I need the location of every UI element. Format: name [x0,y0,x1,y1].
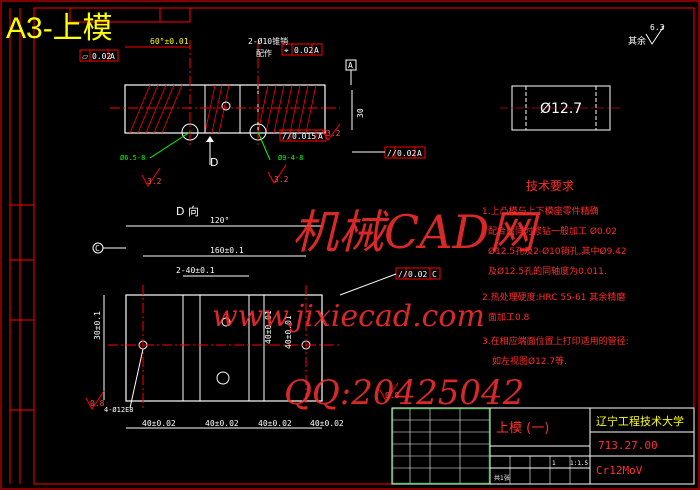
front-view-outline [124,84,326,134]
watermark-cad: 机械CAD网 [292,205,541,259]
dim-left-height: 30±0.1 [93,311,102,340]
roughness-symbol [267,164,287,184]
hatch-left [129,84,183,134]
surface-finish-value: 6.3 [650,23,665,32]
watermark-url: www.jixiecad.com [212,299,485,334]
gdt-bottom-ref: C [432,270,437,279]
dim-mid-height-a: 40±0.01 [264,310,273,344]
view-title: D 向 [176,204,199,218]
sheet-count: 共1张 [494,474,510,482]
tech-req-line: 配合后同时修钻一般加工 Ø0.02 [488,225,617,237]
roughness-value: 3.2 [147,177,162,186]
dim-bottom-1: 40±0.02 [142,419,176,428]
dim-top-left: 60°±0.01 [150,37,189,46]
roughness-symbol [85,390,105,410]
scale-a: 1 [552,460,556,467]
bolt-leader [129,348,144,409]
ref-block [69,7,191,23]
roughness-symbol [379,382,399,402]
roughness-value: 0.8 [90,399,105,408]
tech-req-line: 面加工0.8 [488,312,530,323]
small-hole [221,317,231,327]
gdt-leader [339,273,397,296]
gdt-top-mid-ref: A [314,46,319,55]
gdt-mid-ref: A [417,149,422,158]
holes-spec: 2-Ø10锥销 [248,36,288,46]
gdt-top-mid: ⌖ 0.02 A [281,43,323,56]
hole-callout: Ø6.5-8 [120,154,145,162]
gdt-right-ref: A [318,132,323,141]
drawing-code: 713.27.00 [598,439,658,452]
dim-section-height: 30 [356,108,365,118]
roughness-value: 3.2 [274,175,289,184]
datum-a-label: A [348,61,353,70]
svg-text://: // [387,149,397,158]
tech-req-line: 3.在相应端面位置上打印适用的管径: [482,335,629,347]
title-block: 辽宁工程技术大学 上模 (一) 713.27.00 Cr12MoV 1 1:1.… [391,407,695,485]
gdt-mid: // 0.02 A [384,146,426,159]
dim-small-span: 2-40±0.1 [176,266,215,275]
roughness-symbol [645,25,665,45]
tech-req-line: Ø12.5孔及2-Ø10销孔,其中Ø9.42 [488,245,627,257]
tech-req-line: 1.上凸模与上下模座零件精确 [482,205,599,217]
tech-req-line: 及Ø12.5孔的同轴度为0.011. [488,265,607,277]
dim-mid-height-b: 40±0.01 [284,315,293,349]
gdt-bottom: // 0.02 C [395,267,441,280]
leader-green [149,131,191,159]
surface-finish-label: 其余 [628,35,646,47]
gdt-top-mid-value: 0.02 [294,46,313,55]
svg-text://: // [282,132,292,141]
svg-text:⌖: ⌖ [284,46,289,55]
gdt-top-left-value: 0.02 [92,52,111,61]
school-name: 辽宁工程技术大学 [596,414,684,428]
plan-view [108,285,340,410]
dim-overall-width: 120° [210,216,229,225]
tech-req-line: 如左视图Ø12.7等. [492,355,567,367]
svg-text://: // [398,270,408,279]
gdt-bottom-value: 0.02 [408,270,427,279]
dim-inner-span: 160±0.1 [210,246,244,255]
scale-b: 1:1.5 [570,460,588,467]
material: Cr12MoV [596,464,643,477]
tech-req-lines: 1.上凸模与上下模座零件精确 配合后同时修钻一般加工 Ø0.02 Ø12.5孔及… [482,205,629,367]
part-name: 上模 (一) [496,421,549,436]
roughness-symbol [141,167,161,187]
gdt-right: // 0.015 A [279,129,327,142]
plan-view-outline [125,294,323,402]
title-block-frame [391,407,695,485]
detail-circle-label: Ø12.7 [540,101,582,117]
front-view [110,40,340,145]
view-arrow-label: D [210,156,218,169]
gdt-right-value: 0.015 [292,132,316,141]
inner-frame [33,7,695,485]
dim-bottom-4: 40±0.02 [310,419,344,428]
pin-hole [216,371,230,385]
view-arrow-head [206,136,214,142]
datum-c-label: C [95,244,100,253]
tech-req-title: 技术要求 [526,179,574,193]
dim-bottom-3: 40±0.02 [258,419,292,428]
small-hole [221,101,231,111]
roughness-value: 3.2 [326,129,341,138]
holes-spec-note: 配作 [256,48,272,58]
gdt-top-left-ref: A [110,52,115,61]
roughness-symbol [321,123,341,141]
leader-green [257,131,271,161]
hole-callout-b: Ø9-4-8 [278,154,303,162]
svg-text:⏥: ⏥ [82,52,89,61]
page-title: A3-上模 [6,12,113,45]
dim-bottom-2: 40±0.02 [205,419,239,428]
tech-req-line: 2.热处理硬度:HRC 55-61 其余精磨 [482,291,625,303]
bolt-spec: 4-Ø12E8 [104,406,134,414]
gdt-top-left: 0.02 A ⏥ [79,49,119,62]
hatch-mid [204,84,230,134]
gdt-mid-value: 0.02 [397,149,416,158]
roughness-value: 0.8 [385,391,400,400]
watermark-qq: QQ:20425042 [284,373,524,413]
hatch-right [257,84,317,134]
